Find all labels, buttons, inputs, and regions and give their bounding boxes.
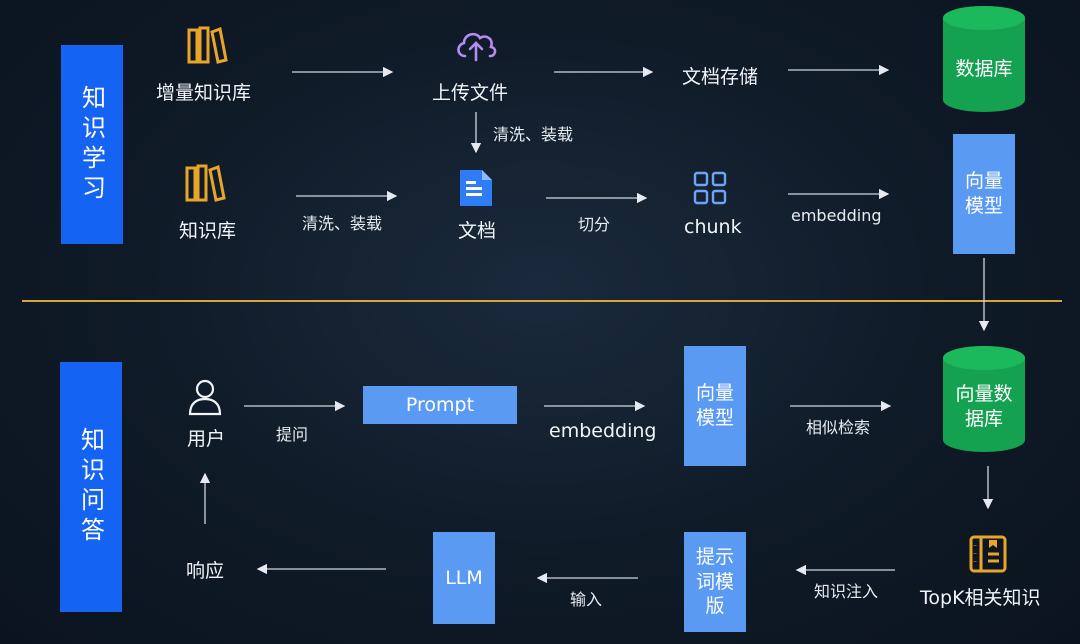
vector-model-box-bottom: 向量模型 bbox=[684, 346, 746, 466]
knowledge-doc-icon bbox=[969, 535, 1007, 573]
section-knowledge-learning-label: 知识学习 bbox=[77, 84, 106, 205]
incremental-kb-label: 增量知识库 bbox=[156, 82, 252, 104]
ask-label: 提问 bbox=[276, 425, 309, 444]
prompt-label: Prompt bbox=[405, 393, 475, 416]
prompt-box: Prompt bbox=[363, 386, 517, 424]
grid-icon bbox=[693, 171, 727, 205]
books-icon bbox=[185, 164, 226, 202]
section-knowledge-qa-label: 知识问答 bbox=[76, 427, 105, 547]
llm-box: LLM bbox=[433, 532, 495, 624]
vector-database-cylinder: 向量数据库 bbox=[943, 346, 1025, 452]
upload-file-label: 上传文件 bbox=[432, 82, 509, 104]
split-label: 切分 bbox=[578, 215, 611, 234]
user-icon bbox=[188, 379, 222, 416]
section-knowledge-qa: 知识问答 bbox=[60, 362, 122, 612]
vector-model-box-top: 向量模型 bbox=[953, 134, 1015, 254]
user-label: 用户 bbox=[187, 428, 226, 450]
document-label: 文档 bbox=[458, 220, 497, 242]
vector-db-label: 向量数据库 bbox=[955, 383, 1013, 430]
topk-label: TopK相关知识 bbox=[920, 587, 1041, 609]
similarity-search-label: 相似检索 bbox=[806, 418, 871, 437]
section-knowledge-learning: 知识学习 bbox=[61, 45, 123, 244]
knowledge-injection-label: 知识注入 bbox=[814, 582, 879, 601]
response-label: 响应 bbox=[186, 560, 225, 582]
clean-load-vertical-label: 清洗、装载 bbox=[493, 125, 574, 144]
database-cylinder: 数据库 bbox=[943, 6, 1025, 112]
chunk-label: chunk bbox=[684, 216, 742, 238]
database-label: 数据库 bbox=[955, 58, 1013, 80]
llm-label: LLM bbox=[445, 566, 483, 589]
kb-label: 知识库 bbox=[179, 220, 237, 242]
input-label: 输入 bbox=[570, 590, 603, 609]
prompt-template-label: 提示词模版 bbox=[695, 545, 734, 618]
document-icon bbox=[460, 170, 492, 206]
doc-storage-label: 文档存储 bbox=[682, 66, 759, 88]
vector-model-top-label: 向量模型 bbox=[964, 170, 1003, 217]
vector-model-bottom-label: 向量模型 bbox=[695, 382, 734, 429]
prompt-template-box: 提示词模版 bbox=[684, 532, 746, 632]
cloud-upload-icon bbox=[457, 32, 497, 62]
clean-load-label: 清洗、装载 bbox=[302, 214, 383, 233]
embedding-bottom-label: embedding bbox=[549, 420, 657, 442]
books-icon bbox=[187, 26, 228, 64]
section-divider bbox=[22, 300, 1062, 302]
embedding-top-label: embedding bbox=[791, 206, 882, 225]
